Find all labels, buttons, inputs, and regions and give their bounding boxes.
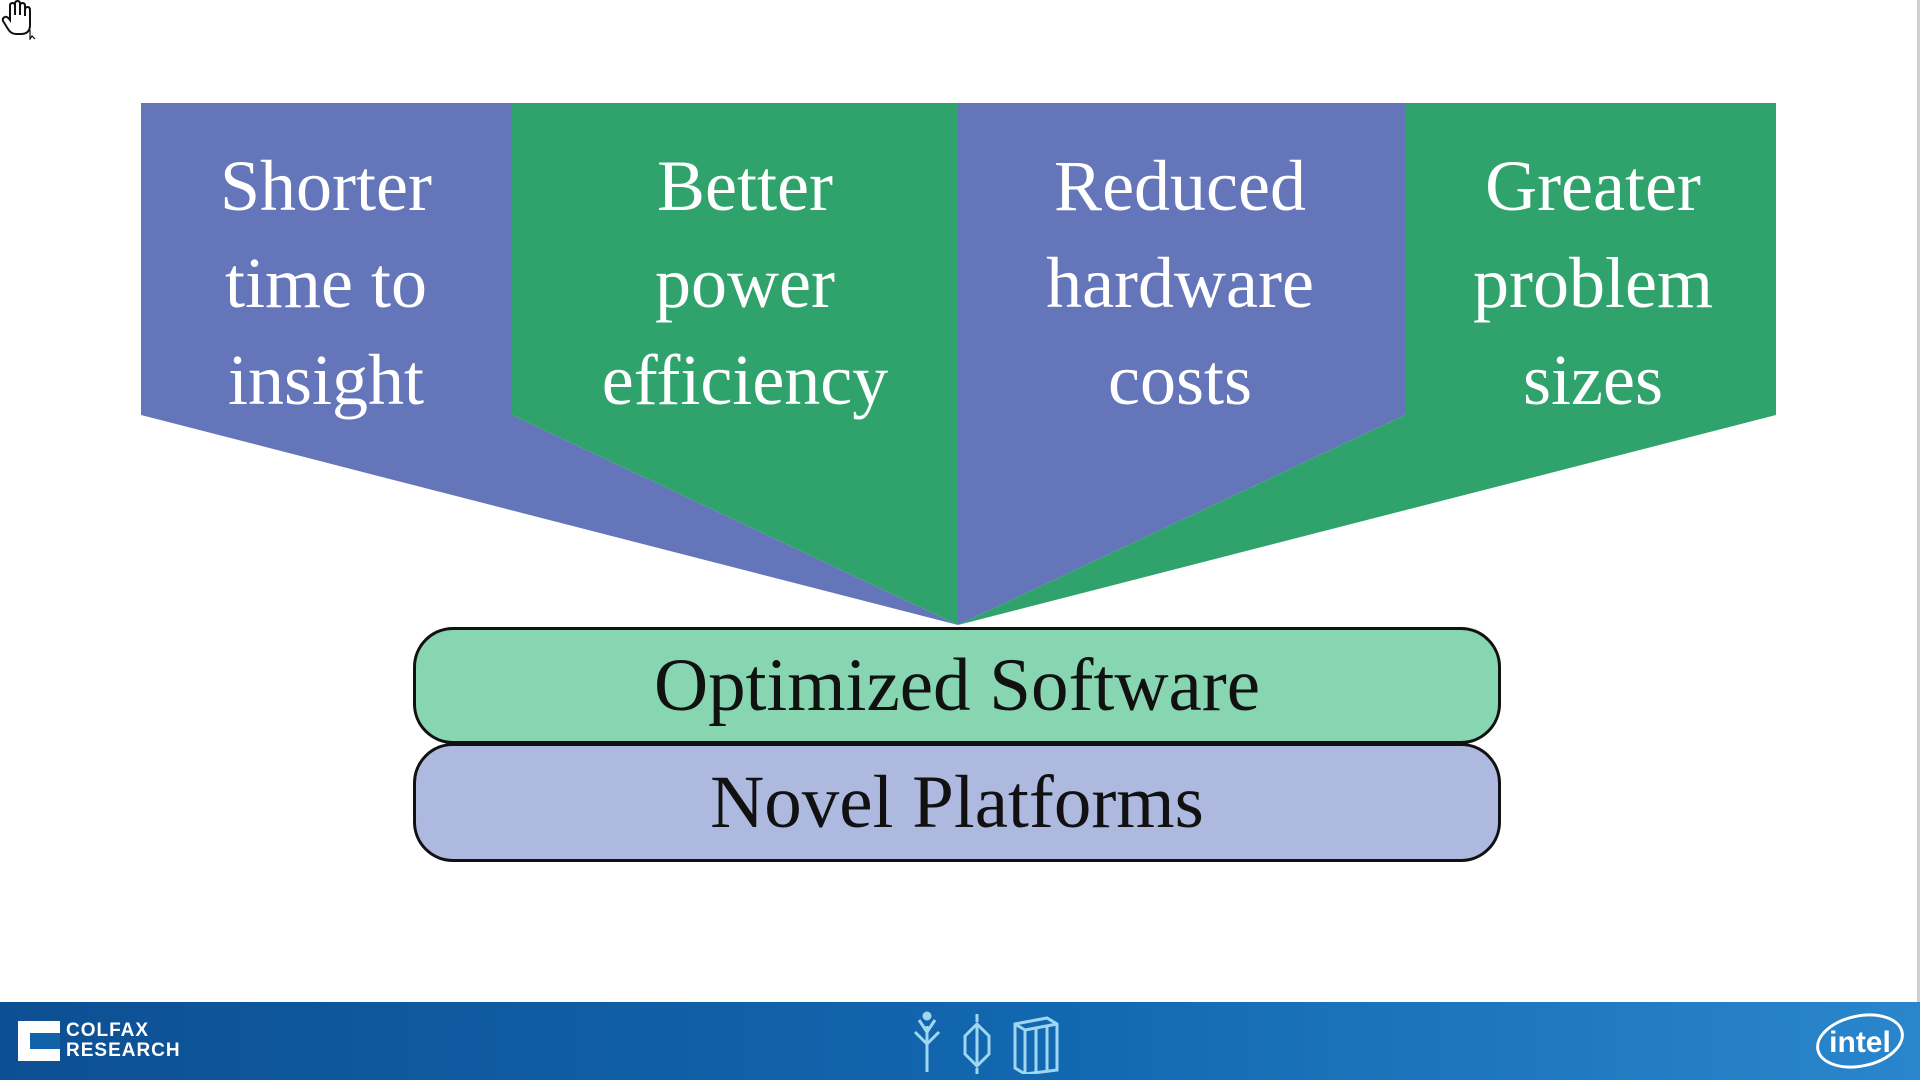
label-line: efficiency — [601, 340, 889, 420]
footer-icons — [913, 1011, 1059, 1074]
funnel-diagram — [141, 103, 1776, 625]
label-shorter-time: Shorter time to insight — [146, 138, 506, 429]
optimized-software-layer: Optimized Software — [413, 627, 1501, 744]
optimized-software-label: Optimized Software — [653, 643, 1261, 727]
footer-bar: COLFAX RESEARCH intel — [0, 1002, 1920, 1080]
colfax-mark-icon — [18, 1021, 60, 1061]
tree-icon — [913, 1011, 941, 1072]
label-better-power: Better power efficiency — [545, 138, 945, 429]
colfax-word: COLFAX — [66, 1020, 150, 1041]
label-line: insight — [227, 340, 425, 420]
research-word: RESEARCH — [66, 1040, 181, 1061]
slide: Shorter time to insight Better power eff… — [0, 0, 1920, 1002]
band-greater-sizes — [958, 103, 1776, 625]
hand-cursor-icon — [1, 0, 36, 40]
label-line: Reduced — [1054, 146, 1306, 226]
band-better-power — [512, 103, 958, 625]
label-line: Shorter — [220, 146, 432, 226]
intel-logo: intel — [1816, 1013, 1904, 1069]
intel-wordmark: intel — [1829, 1026, 1891, 1059]
label-line: Better — [657, 146, 833, 226]
colfax-wordmark: COLFAX RESEARCH — [66, 1021, 181, 1061]
label-line: sizes — [1523, 340, 1663, 420]
label-greater-sizes: Greater problem sizes — [1410, 138, 1776, 429]
label-line: time to — [225, 243, 427, 323]
label-reduced-costs: Reduced hardware costs — [980, 138, 1380, 429]
slide-edge — [1917, 0, 1920, 1002]
cube-icon — [1013, 1016, 1059, 1074]
diamond-chip-icon — [963, 1014, 991, 1074]
label-line: power — [655, 243, 835, 323]
band-reduced-costs — [958, 103, 1405, 625]
label-line: hardware — [1046, 243, 1314, 323]
label-line: costs — [1108, 340, 1252, 420]
label-line: Greater — [1485, 146, 1701, 226]
label-line: problem — [1473, 243, 1713, 323]
novel-platforms-layer: Novel Platforms — [413, 743, 1501, 862]
band-shorter-time — [141, 103, 958, 625]
colfax-research-logo: COLFAX RESEARCH — [18, 1017, 181, 1065]
novel-platforms-label: Novel Platforms — [710, 760, 1204, 844]
